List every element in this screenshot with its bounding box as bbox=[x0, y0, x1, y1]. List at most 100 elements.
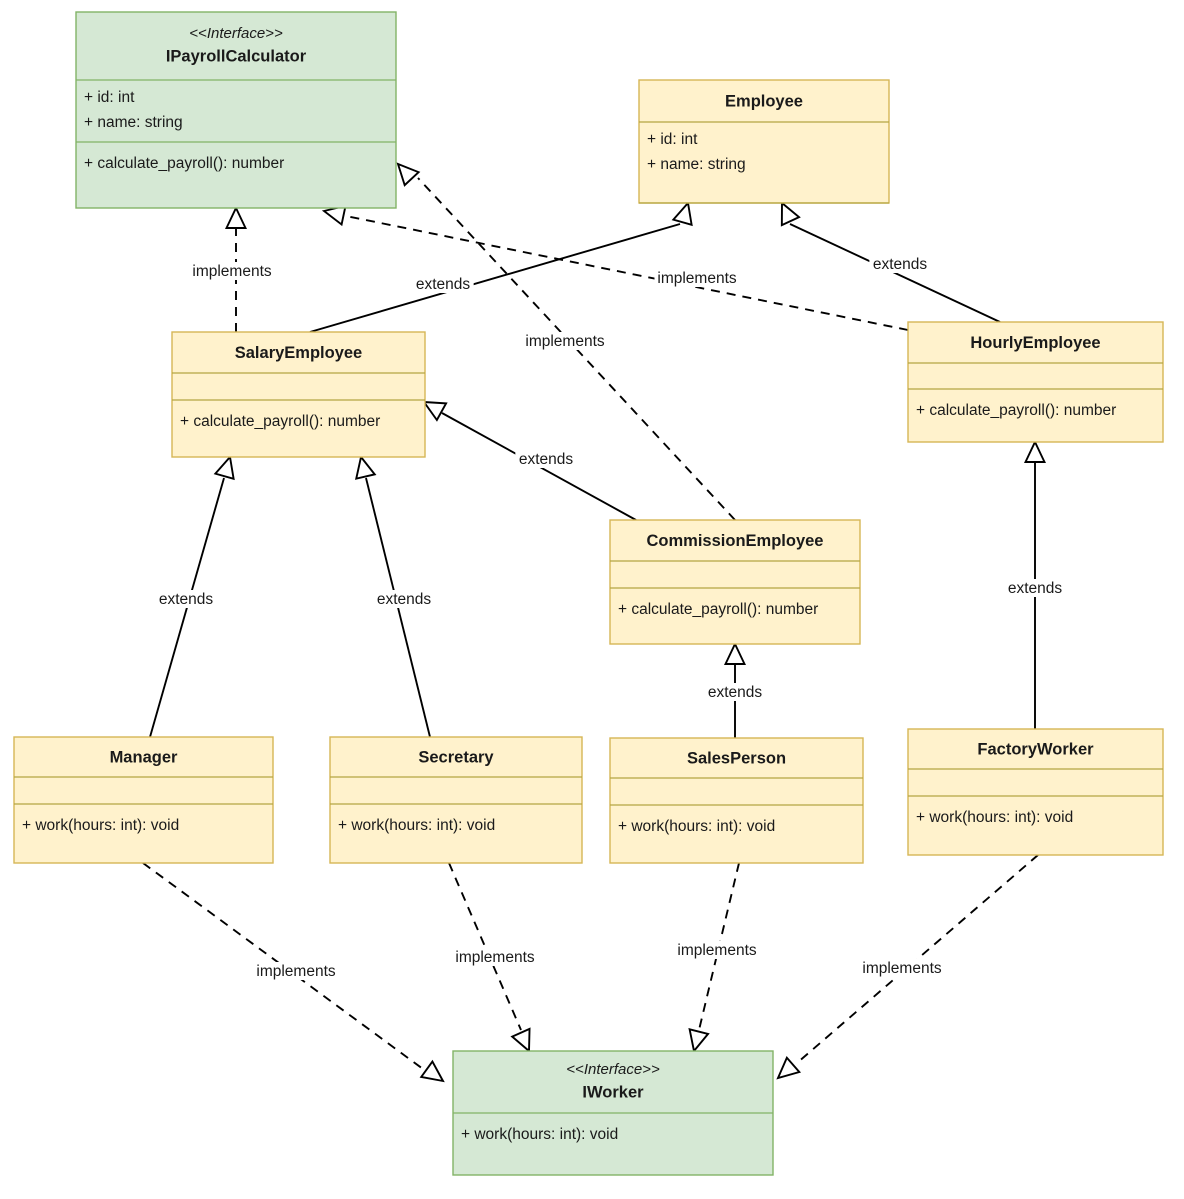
class-attribute: + name: string bbox=[84, 114, 183, 131]
relationship-label-rel-hourly-extends-employee: extends bbox=[869, 255, 931, 273]
class-box-employee[interactable]: Employee + id: int + name: string bbox=[638, 79, 890, 204]
class-box-salaryemployee[interactable]: SalaryEmployee+ calculate_payroll(): num… bbox=[171, 331, 426, 458]
label-background bbox=[155, 590, 217, 608]
class-box-factoryworker[interactable]: FactoryWorker + work(hours: int): void bbox=[907, 728, 1164, 856]
relationship-label-rel-commission-implements-ipayroll: implements bbox=[522, 332, 608, 350]
label-background bbox=[674, 941, 760, 959]
class-method: + work(hours: int): void bbox=[916, 809, 1073, 826]
label-background bbox=[373, 590, 435, 608]
class-box-ipayrollcalculator[interactable]: <<Interface>> IPayrollCalculator + id: int… bbox=[75, 11, 397, 209]
relationship-label-rel-salesperson-implements-iworker: implements bbox=[674, 941, 760, 959]
class-box-iworker[interactable]: <<Interface>>IWorker+ work(hours: int): … bbox=[452, 1050, 774, 1176]
relationship-label-text: implements bbox=[192, 263, 271, 280]
generalization-arrowhead bbox=[354, 454, 377, 480]
class-method: + work(hours: int): void bbox=[338, 817, 495, 834]
relationship-line bbox=[448, 862, 522, 1031]
relationship-label-text: extends bbox=[708, 684, 763, 701]
class-box-outline[interactable] bbox=[75, 11, 397, 209]
class-box-manager[interactable]: Manager + work(hours: int): void bbox=[13, 736, 274, 864]
relationship-implements bbox=[776, 854, 1039, 1080]
class-box-outline[interactable] bbox=[329, 736, 583, 864]
generalization-arrowhead bbox=[1023, 439, 1047, 463]
class-name: SalaryEmployee bbox=[235, 344, 363, 362]
class-attribute: + id: int bbox=[647, 131, 698, 148]
class-box-commissionemployee[interactable]: CommissionEmployee+ calculate_payroll():… bbox=[609, 519, 861, 645]
label-background bbox=[869, 255, 931, 273]
class-method: + calculate_payroll(): number bbox=[84, 155, 284, 172]
relationship-label-text: implements bbox=[657, 270, 736, 287]
label-background bbox=[522, 332, 608, 350]
relationship-line bbox=[309, 223, 681, 333]
relationship-label-rel-commission-extends-salary: extends bbox=[515, 450, 577, 468]
label-background bbox=[859, 959, 945, 977]
label-background bbox=[1004, 579, 1066, 597]
label-background bbox=[253, 962, 339, 980]
relationship-label-text: extends bbox=[377, 591, 432, 608]
relationship-extends bbox=[723, 641, 747, 738]
class-box-salesperson[interactable]: SalesPerson+ work(hours: int): void bbox=[609, 737, 864, 864]
generalization-arrowhead bbox=[780, 200, 801, 227]
relationship-line bbox=[345, 215, 909, 331]
class-name: Employee bbox=[725, 92, 803, 110]
class-box-outline[interactable] bbox=[609, 737, 864, 864]
class-method: + calculate_payroll(): number bbox=[916, 402, 1116, 419]
relationship-label-text: extends bbox=[1008, 580, 1063, 597]
class-stereotype: <<Interface>> bbox=[189, 25, 283, 42]
label-background bbox=[452, 948, 538, 966]
class-box-outline[interactable] bbox=[609, 519, 861, 645]
generalization-arrowhead bbox=[510, 1027, 531, 1054]
class-name: IWorker bbox=[582, 1083, 644, 1101]
relationship-implements bbox=[142, 862, 445, 1083]
relationship-extends bbox=[309, 200, 693, 333]
class-box-outline[interactable] bbox=[907, 728, 1164, 856]
generalization-arrowhead bbox=[671, 200, 693, 227]
class-method: + work(hours: int): void bbox=[618, 818, 775, 835]
relationships-layer bbox=[142, 162, 1047, 1083]
relationship-line bbox=[796, 854, 1039, 1064]
class-attribute: + id: int bbox=[84, 89, 135, 106]
relationship-label-rel-hourly-implements-ipayroll: implements bbox=[654, 269, 740, 287]
generalization-arrowhead bbox=[776, 1055, 802, 1080]
generalization-arrowhead bbox=[688, 1028, 710, 1054]
class-name: IPayrollCalculator bbox=[166, 47, 307, 65]
relationship-implements bbox=[396, 162, 736, 521]
relationship-label-rel-salesperson-extends-commission: extends bbox=[704, 683, 766, 701]
class-name: Manager bbox=[110, 748, 178, 766]
relationship-label-text: implements bbox=[455, 949, 534, 966]
generalization-arrowhead bbox=[422, 400, 448, 422]
relationship-line bbox=[417, 177, 736, 521]
class-box-outline[interactable] bbox=[907, 321, 1164, 443]
class-method: + calculate_payroll(): number bbox=[618, 601, 818, 618]
generalization-arrowhead bbox=[396, 162, 421, 187]
relationship-label-rel-salary-implements-ipayroll: implements bbox=[189, 262, 275, 280]
relationship-label-text: implements bbox=[525, 333, 604, 350]
generalization-arrowhead bbox=[224, 205, 248, 229]
relationship-label-rel-factoryworker-extends-hourly: extends bbox=[1004, 579, 1066, 597]
relationship-label-text: implements bbox=[256, 963, 335, 980]
class-box-hourlyemployee[interactable]: HourlyEmployee + calculate_payroll(): num… bbox=[907, 321, 1164, 443]
class-name: HourlyEmployee bbox=[970, 334, 1100, 352]
generalization-arrowhead bbox=[723, 641, 747, 665]
relationship-line bbox=[142, 862, 424, 1070]
relationship-label-text: extends bbox=[873, 256, 928, 273]
class-box-outline[interactable] bbox=[171, 331, 426, 458]
relationship-label-rel-factoryworker-implements-iworker: implements bbox=[859, 959, 945, 977]
class-box-outline[interactable] bbox=[13, 736, 274, 864]
relationship-label-rel-salary-extends-employee: extends bbox=[412, 275, 474, 293]
relationship-label-rel-secretary-implements-iworker: implements bbox=[452, 948, 538, 966]
class-stereotype: <<Interface>> bbox=[566, 1061, 660, 1078]
generalization-arrowhead bbox=[419, 1059, 445, 1083]
relationship-label-text: extends bbox=[159, 591, 214, 608]
class-method: + work(hours: int): void bbox=[22, 817, 179, 834]
label-background bbox=[412, 275, 474, 293]
relationship-label-rel-manager-implements-iworker: implements bbox=[253, 962, 339, 980]
class-name: FactoryWorker bbox=[977, 740, 1094, 758]
class-box-outline[interactable] bbox=[638, 79, 890, 204]
label-background bbox=[515, 450, 577, 468]
class-box-secretary[interactable]: Secretary + work(hours: int): void bbox=[329, 736, 583, 864]
label-background bbox=[654, 269, 740, 287]
class-name: Secretary bbox=[418, 748, 494, 766]
class-attribute: + name: string bbox=[647, 156, 746, 173]
